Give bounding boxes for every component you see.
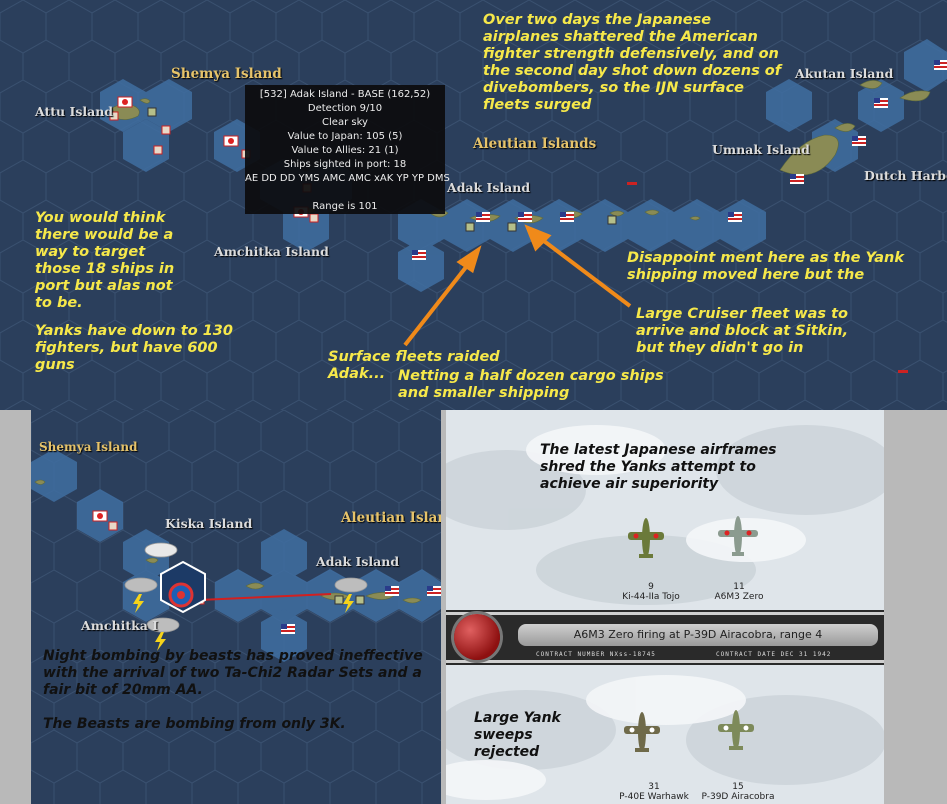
- ship-markers: [627, 182, 908, 373]
- jp-aircraft-1: 9 Ki-44-IIa Tojo: [616, 582, 686, 602]
- label-akutan-island: Akutan Island: [795, 66, 894, 81]
- jp-aircraft-2-count: 11: [733, 582, 745, 592]
- us-flags: [412, 60, 947, 260]
- us-aircraft-1-name: P-40E Warhawk: [619, 792, 689, 802]
- bombing-route-line: [198, 593, 332, 601]
- annotation-arrows: [403, 224, 632, 347]
- us-aircraft-2-name: P-39D Airacobra: [701, 792, 775, 802]
- annotation-bottom-2: Netting a half dozen cargo ships and sma…: [398, 368, 664, 401]
- tooltip-title: [532] Adak Island - BASE (162,52): [259, 89, 431, 100]
- jp-markers-bottom: [92, 510, 108, 522]
- us-aircraft-2-count: 15: [732, 782, 744, 792]
- label-adak-island-bottom: Adak Island: [316, 554, 400, 569]
- label-aleutian-islands: Aleutian Islands: [473, 136, 597, 152]
- us-aircraft-1: 31 P-40E Warhawk: [614, 782, 694, 802]
- combat-banner: A6M3 Zero firing at P-39D Airacobra, ran…: [446, 610, 884, 665]
- annotation-night-bombing: Night bombing by beasts has proved ineff…: [43, 648, 423, 733]
- jp-aircraft-2-name: A6M3 Zero: [714, 592, 764, 602]
- plane-tojo-icon: [628, 518, 664, 558]
- base-info-tooltip: [532] Adak Island - BASE (162,52) Detect…: [245, 85, 450, 214]
- contract-number: CONTRACT NUMBER NXss-18745: [536, 651, 656, 658]
- annotation-text-1: Night bombing by beasts has proved ineff…: [43, 648, 423, 698]
- jp-aircraft-1-name: Ki-44-IIa Tojo: [622, 592, 680, 602]
- plane-warhawk-icon: [624, 712, 660, 752]
- tooltip-value-japan: Value to Japan: 105 (5): [287, 131, 403, 142]
- label-umnak-island: Umnak Island: [712, 142, 810, 157]
- label-dutch-harbor: Dutch Harbor: [864, 168, 947, 183]
- label-shemya-island: Shemya Island: [171, 66, 282, 82]
- tooltip-ship-types: AE DD DD YMS AMC AMC xAK YP YP DMS: [245, 173, 450, 184]
- label-shemya-island-bottom: Shemya Island: [39, 440, 138, 454]
- combat-panel: The latest Japanese airframes shred the …: [446, 410, 884, 804]
- annotation-left-1: You would think there would be a way to …: [35, 210, 175, 311]
- jp-aircraft-2: 11 A6M3 Zero: [704, 582, 774, 602]
- combat-caption-top: The latest Japanese airframes shred the …: [540, 442, 777, 492]
- red-indicator-light: [454, 614, 500, 660]
- tooltip-value-allies: Value to Allies: 21 (1): [291, 145, 399, 156]
- label-amchitka-island: Amchitka Island: [214, 244, 329, 259]
- bottom-map-terrain: [31, 410, 441, 804]
- label-adak-island: Adak Island: [447, 180, 531, 195]
- annotation-bottom-1: Surface fleets raided Adak...: [328, 349, 500, 382]
- tooltip-detection: Detection 9/10: [307, 103, 383, 114]
- annotation-right-1: Disappoint ment here as the Yank shippin…: [627, 250, 904, 283]
- label-kiska-island: Kiska Island: [165, 516, 253, 531]
- plane-airacobra-icon: [718, 710, 754, 750]
- contract-date: CONTRACT DATE DEC 31 1942: [716, 651, 832, 658]
- us-aircraft-1-count: 31: [648, 782, 660, 792]
- label-attu-island: Attu Island: [35, 104, 114, 119]
- lightning-icons: [133, 594, 354, 651]
- tooltip-range: Range is 101: [312, 201, 378, 212]
- label-amchitka-bottom: Amchitka I: [81, 618, 159, 633]
- combat-caption-bottom: Large Yank sweeps rejected: [474, 710, 561, 760]
- tooltip-weather: Clear sky: [322, 117, 368, 128]
- tooltip-ships: Ships sighted in port: 18: [283, 159, 407, 170]
- combat-message-plate: A6M3 Zero firing at P-39D Airacobra, ran…: [518, 624, 878, 646]
- annotation-top-right: Over two days the Japanese airplanes sha…: [483, 12, 782, 113]
- top-map[interactable]: Shemya Island Attu Island Aleutian Islan…: [0, 0, 947, 410]
- plane-zero-icon: [718, 516, 758, 556]
- annotation-left-2: Yanks have down to 130 fighters, but hav…: [35, 323, 233, 373]
- jp-aircraft-1-count: 9: [648, 582, 654, 592]
- annotation-text-2: The Beasts are bombing from only 3K.: [43, 716, 346, 732]
- annotation-right-2: Large Cruiser fleet was to arrive and bl…: [636, 306, 849, 356]
- us-aircraft-2: 15 P-39D Airacobra: [698, 782, 778, 802]
- bottom-map[interactable]: Shemya Island Kiska Island Aleutian Isla…: [31, 410, 441, 804]
- label-aleutian-island: Aleutian Island: [341, 510, 441, 526]
- us-flags-bottom: [281, 586, 441, 634]
- sky-background: [446, 410, 884, 804]
